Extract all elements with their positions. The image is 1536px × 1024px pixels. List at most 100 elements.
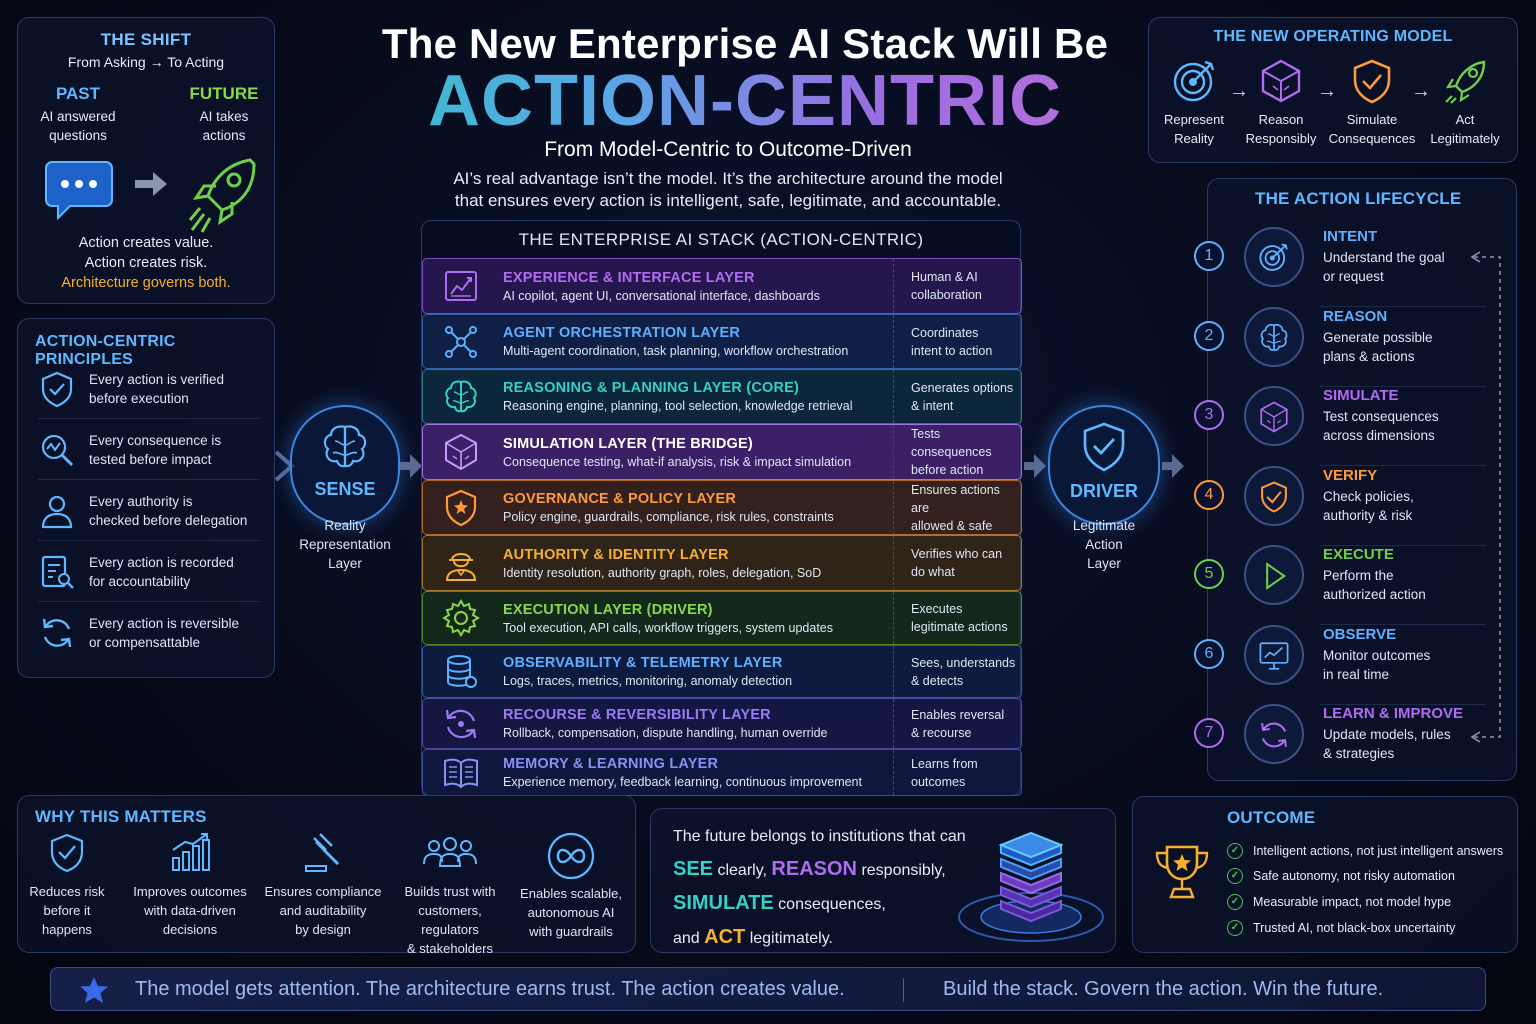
- lifecycle-step: 4 VERIFY Check policies,authority & risk: [1194, 465, 1508, 546]
- brain-icon: [323, 425, 367, 468]
- check-icon: ✓: [1227, 868, 1243, 884]
- star-icon: [80, 977, 108, 1003]
- principles-panel: ACTION-CENTRIC PRINCIPLES Every action i…: [17, 318, 275, 678]
- driver-circle: DRIVER: [1048, 405, 1160, 525]
- clipboard-search-icon: [41, 555, 74, 589]
- layer-role: Sees, understands& detects: [893, 646, 1021, 697]
- check-icon: ✓: [1227, 894, 1243, 910]
- shift-panel: THE SHIFT From Asking → To Acting PAST A…: [17, 17, 275, 304]
- layer-desc: Logs, traces, metrics, monitoring, anoma…: [503, 674, 793, 688]
- brain-icon: [445, 380, 477, 412]
- step-number: 6: [1194, 638, 1224, 669]
- layer-desc: Consequence testing, what-if analysis, r…: [503, 454, 852, 469]
- outcome-item: ✓Safe autonomy, not risky automation: [1227, 868, 1455, 884]
- shield-star-icon: [445, 489, 477, 526]
- book-icon: [444, 758, 478, 788]
- shield-check-icon: [41, 371, 73, 407]
- title-line-2: ACTION-CENTRIC: [300, 60, 1190, 142]
- outcome-heading: OUTCOME: [1227, 808, 1316, 827]
- gavel-icon: [305, 833, 340, 872]
- rocket-icon: [188, 158, 256, 233]
- step-desc: Update models, rules& strategies: [1323, 727, 1451, 761]
- target-icon: [1259, 243, 1288, 271]
- server-stack-icon: [958, 831, 1104, 942]
- cube-icon: [1260, 401, 1288, 433]
- divider: [1320, 624, 1486, 625]
- stack-layer: SIMULATION LAYER (THE BRIDGE) Consequence…: [422, 424, 1022, 480]
- outcome-panel: OUTCOME ✓Intelligent actions, not just i…: [1132, 796, 1518, 953]
- layer-name: SIMULATION LAYER (THE BRIDGE): [503, 435, 753, 452]
- dashboard-icon: [445, 271, 477, 301]
- step-number: 7: [1194, 718, 1224, 748]
- stack-layer: REASONING & PLANNING LAYER (CORE)Reasoni…: [422, 369, 1022, 424]
- step-icon-circle: [1244, 704, 1304, 764]
- step-number: 3: [1194, 400, 1224, 430]
- subtitle: From Model-Centric to Outcome-Driven: [544, 138, 912, 161]
- shield-check-icon: [1083, 422, 1125, 472]
- shift-heading: THE SHIFT: [100, 30, 192, 49]
- target-icon: [1173, 60, 1215, 102]
- refresh-icon: [42, 618, 72, 648]
- step-title: LEARN & IMPROVE: [1323, 705, 1464, 722]
- shift-footer: Action creates value. Action creates ris…: [61, 235, 231, 291]
- layer-name: EXECUTION LAYER (DRIVER): [503, 601, 713, 618]
- step-desc: Check policies,authority & risk: [1323, 488, 1414, 523]
- layer-role: Generates options& intent: [893, 370, 1021, 423]
- person-icon: [41, 495, 73, 528]
- principles-heading: ACTION-CENTRIC PRINCIPLES: [35, 333, 176, 368]
- future-panel: The future belongs to institutions that …: [650, 808, 1116, 953]
- step-icon-circle: [1244, 624, 1304, 685]
- play-icon: [1266, 562, 1286, 590]
- banner-left-text: The model gets attention. The architectu…: [135, 978, 845, 1000]
- chat-bubble-icon: [45, 161, 113, 220]
- arrow-right-icon: [400, 454, 422, 478]
- undo-icon: [445, 709, 477, 738]
- step-icon-circle: [1244, 227, 1304, 287]
- step-title: VERIFY: [1323, 466, 1378, 484]
- outcome-item: ✓Intelligent actions, not just intellige…: [1227, 843, 1503, 859]
- step-icon-circle: [1244, 306, 1304, 367]
- outcome-item: ✓Trusted AI, not black-box uncertainty: [1227, 920, 1455, 936]
- trophy-icon: [1155, 845, 1209, 899]
- layer-desc: Multi-agent coordination, task planning,…: [503, 344, 849, 358]
- outcome-item: ✓Measurable impact, not model hype: [1227, 894, 1451, 910]
- lifecycle-heading: THE ACTION LIFECYCLE: [1255, 189, 1462, 208]
- sense-circle: SENSE: [290, 405, 400, 525]
- layer-name: EXPERIENCE & INTERFACE LAYER: [503, 269, 755, 286]
- database-icon: [447, 654, 477, 688]
- banner-divider: [903, 978, 904, 1002]
- layer-name: AGENT ORCHESTRATION LAYER: [503, 325, 741, 341]
- layer-role: Enables reversal& recourse: [893, 699, 1021, 748]
- shift-sub: From Asking → To Acting: [67, 54, 225, 70]
- gear-icon: [442, 599, 480, 637]
- step-title: REASON: [1323, 307, 1388, 325]
- refresh-icon: [1261, 722, 1287, 748]
- step-number: 4: [1194, 479, 1224, 510]
- arrow-right-icon: [135, 172, 167, 196]
- layer-desc: Identity resolution, authority graph, ro…: [503, 565, 822, 580]
- layer-name: AUTHORITY & IDENTITY LAYER: [503, 546, 729, 563]
